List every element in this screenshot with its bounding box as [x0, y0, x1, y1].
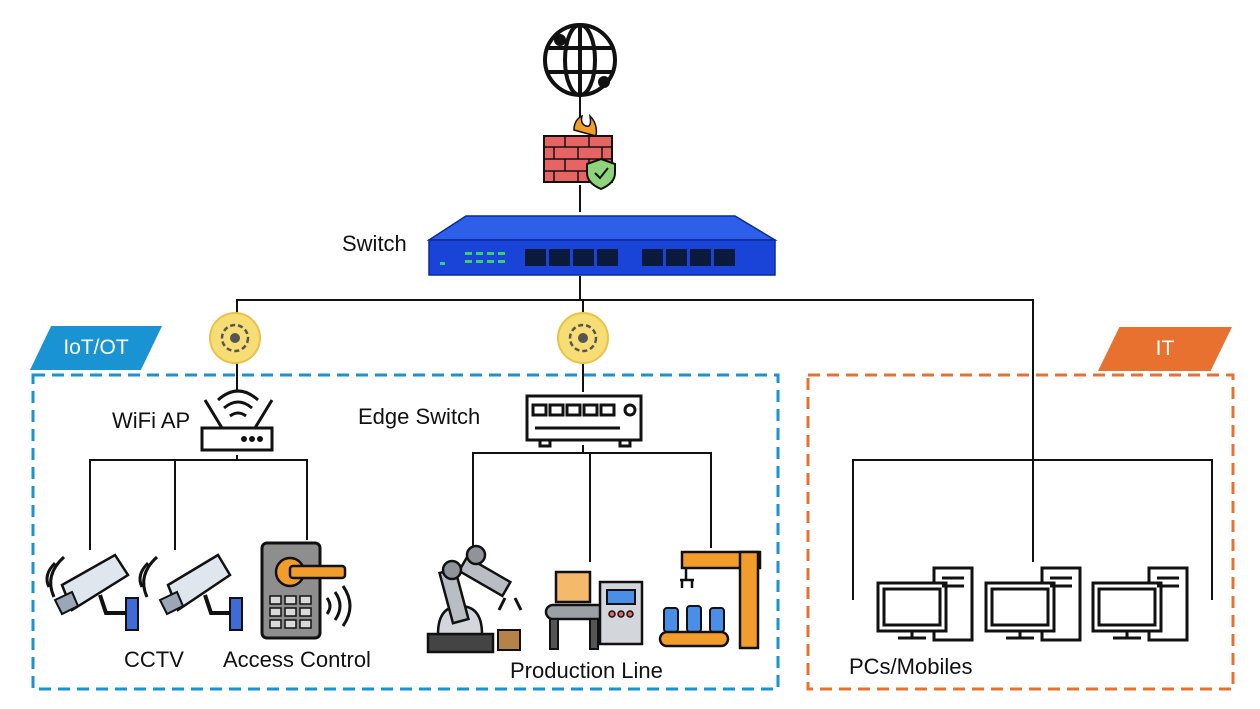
globe-icon	[543, 23, 617, 97]
desktop-pc-icon	[876, 566, 974, 642]
wifi-ap-label: WiFi AP	[112, 408, 191, 433]
wifi-router-icon	[200, 389, 274, 452]
pcs-mobiles-label: PCs/Mobiles	[849, 654, 973, 679]
it-zone-tag: IT	[1098, 327, 1232, 371]
edge-switch-icon	[525, 394, 643, 448]
robot-arm-icon	[426, 544, 523, 654]
bottling-robot-icon	[658, 550, 762, 650]
firewall-icon	[543, 113, 616, 191]
cctv-camera-icon	[138, 553, 243, 631]
iot-sensor-icon	[209, 312, 261, 364]
network-switch-icon	[426, 215, 778, 276]
iot-ot-zone-tag: IoT/OT	[30, 326, 162, 370]
iot-sensor-icon	[557, 312, 609, 364]
it-zone	[806, 373, 1235, 691]
edge-switch-label: Edge Switch	[358, 404, 481, 429]
desktop-pc-icon	[984, 566, 1082, 642]
cctv-camera-icon	[45, 553, 139, 631]
production-line-label: Production Line	[510, 658, 663, 683]
access-control-label: Access Control	[223, 647, 371, 672]
cctv-label: CCTV	[124, 647, 184, 672]
connection-lines	[89, 96, 1213, 600]
switch-label: Switch	[342, 231, 407, 256]
desktop-pc-icon	[1091, 566, 1189, 642]
access-control-icon	[260, 541, 352, 640]
iot-ot-zone	[31, 373, 780, 691]
conveyor-machine-icon	[544, 570, 644, 650]
